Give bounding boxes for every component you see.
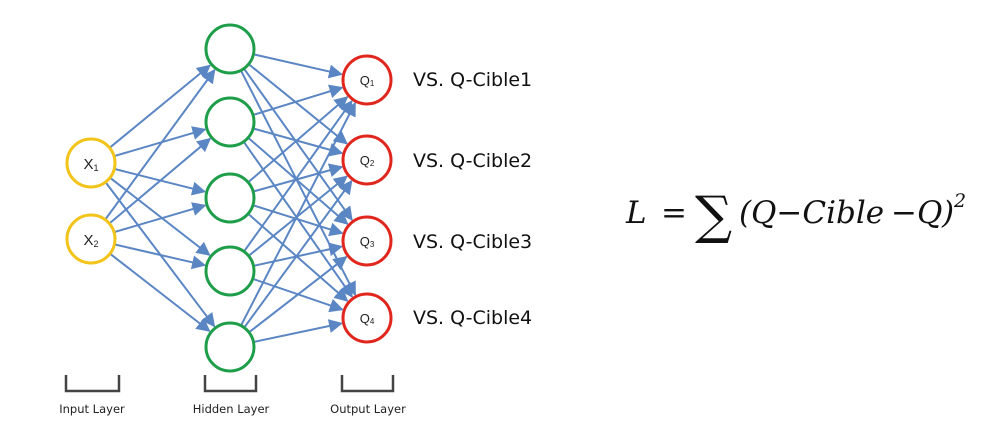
formula-target: Q−Cible bbox=[751, 195, 884, 231]
hidden-layer-label: Hidden Layer bbox=[193, 402, 270, 416]
hidden-layer bbox=[204, 23, 256, 373]
input-node-letter: X bbox=[83, 232, 93, 249]
connection-hidden-5-output-4 bbox=[253, 319, 343, 343]
formula-lhs: L bbox=[625, 195, 647, 231]
formula-open-paren: ( bbox=[739, 195, 752, 231]
formula-close-paren: ) bbox=[941, 195, 954, 231]
target-label-q4: VS. Q-Cible4 bbox=[413, 307, 532, 329]
connection-hidden-2-output-1 bbox=[252, 84, 344, 116]
svg-text:Q4: Q4 bbox=[360, 311, 375, 326]
connection-hidden-5-output-1 bbox=[240, 101, 356, 327]
output-layer-label: Output Layer bbox=[330, 402, 406, 416]
target-label-q2: VS. Q-Cible2 bbox=[413, 150, 532, 172]
hidden-node-1 bbox=[204, 23, 256, 75]
connection-hidden-1-output-1 bbox=[253, 53, 343, 79]
loss-formula: L = ∑ ( Q−Cible − Q ) 2 bbox=[625, 186, 966, 246]
formula-minus: − bbox=[891, 195, 917, 231]
target-label-q1: VS. Q-Cible1 bbox=[413, 69, 532, 91]
input-layer: X1 X2 bbox=[65, 137, 117, 265]
hidden-node-3 bbox=[204, 172, 256, 224]
connection-input-2-hidden-4 bbox=[114, 243, 207, 270]
layer-labels: Input Layer Hidden Layer Output Layer bbox=[59, 402, 406, 416]
connection-input-1-hidden-2 bbox=[113, 126, 207, 158]
output-node-q3: Q3 bbox=[341, 215, 393, 267]
output-node-q4: Q4 bbox=[341, 292, 393, 344]
output-node-letter: Q bbox=[360, 311, 370, 326]
output-node-letter: Q bbox=[360, 234, 370, 249]
input-node-subscript: 2 bbox=[94, 239, 99, 249]
connection-input-2-hidden-3 bbox=[113, 202, 207, 234]
input-node-letter: X bbox=[83, 156, 93, 173]
input-node-x2: X2 bbox=[65, 213, 117, 265]
input-layer-bracket bbox=[64, 375, 121, 393]
connection-hidden-1-output-3 bbox=[243, 67, 353, 221]
input-node-x1: X1 bbox=[65, 137, 117, 189]
connection-input-2-hidden-2 bbox=[108, 137, 212, 225]
target-labels: VS. Q-Cible1 VS. Q-Cible2 VS. Q-Cible3 V… bbox=[413, 69, 532, 329]
formula-equals: = bbox=[661, 195, 687, 231]
target-label-q3: VS. Q-Cible3 bbox=[413, 231, 532, 253]
connection-hidden-5-output-2 bbox=[243, 179, 353, 329]
output-node-subscript: 4 bbox=[370, 317, 375, 326]
output-layer: Q1 Q2 Q3 Q4 bbox=[341, 54, 393, 344]
connection-input-1-hidden-1 bbox=[108, 64, 211, 149]
svg-text:X1: X1 bbox=[83, 156, 98, 173]
connection-hidden-5-output-3 bbox=[248, 256, 348, 334]
svg-text:Q3: Q3 bbox=[360, 234, 375, 249]
output-node-subscript: 3 bbox=[370, 240, 375, 249]
svg-text:X2: X2 bbox=[83, 232, 98, 249]
hidden-node-5 bbox=[204, 321, 256, 373]
connection-input-2-hidden-5 bbox=[109, 252, 211, 332]
svg-text:Q2: Q2 bbox=[360, 153, 375, 168]
layer-brackets bbox=[64, 375, 395, 393]
connection-input-2-hidden-1 bbox=[104, 68, 216, 221]
formula-exponent: 2 bbox=[953, 190, 966, 212]
output-node-q1: Q1 bbox=[341, 54, 393, 106]
connection-hidden-3-output-3 bbox=[252, 204, 344, 237]
output-node-q2: Q2 bbox=[341, 134, 393, 186]
hidden-node-2 bbox=[204, 96, 256, 148]
output-node-subscript: 1 bbox=[370, 79, 375, 88]
connection-hidden-4-output-1 bbox=[243, 99, 353, 253]
connection-hidden-3-output-4 bbox=[247, 213, 349, 302]
svg-text:Q1: Q1 bbox=[360, 73, 375, 88]
output-node-letter: Q bbox=[360, 73, 370, 88]
output-node-letter: Q bbox=[360, 153, 370, 168]
connection-hidden-3-output-2 bbox=[252, 163, 344, 193]
formula-q: Q bbox=[917, 195, 942, 231]
input-node-subscript: 1 bbox=[94, 163, 99, 173]
hidden-layer-bracket bbox=[203, 375, 258, 393]
formula-sum-symbol: ∑ bbox=[695, 186, 732, 246]
connection-hidden-3-output-1 bbox=[247, 96, 349, 184]
output-layer-bracket bbox=[340, 375, 395, 393]
connections-group bbox=[104, 53, 357, 343]
output-node-subscript: 2 bbox=[370, 159, 375, 168]
hidden-node-4 bbox=[204, 245, 256, 297]
input-layer-label: Input Layer bbox=[59, 402, 125, 416]
